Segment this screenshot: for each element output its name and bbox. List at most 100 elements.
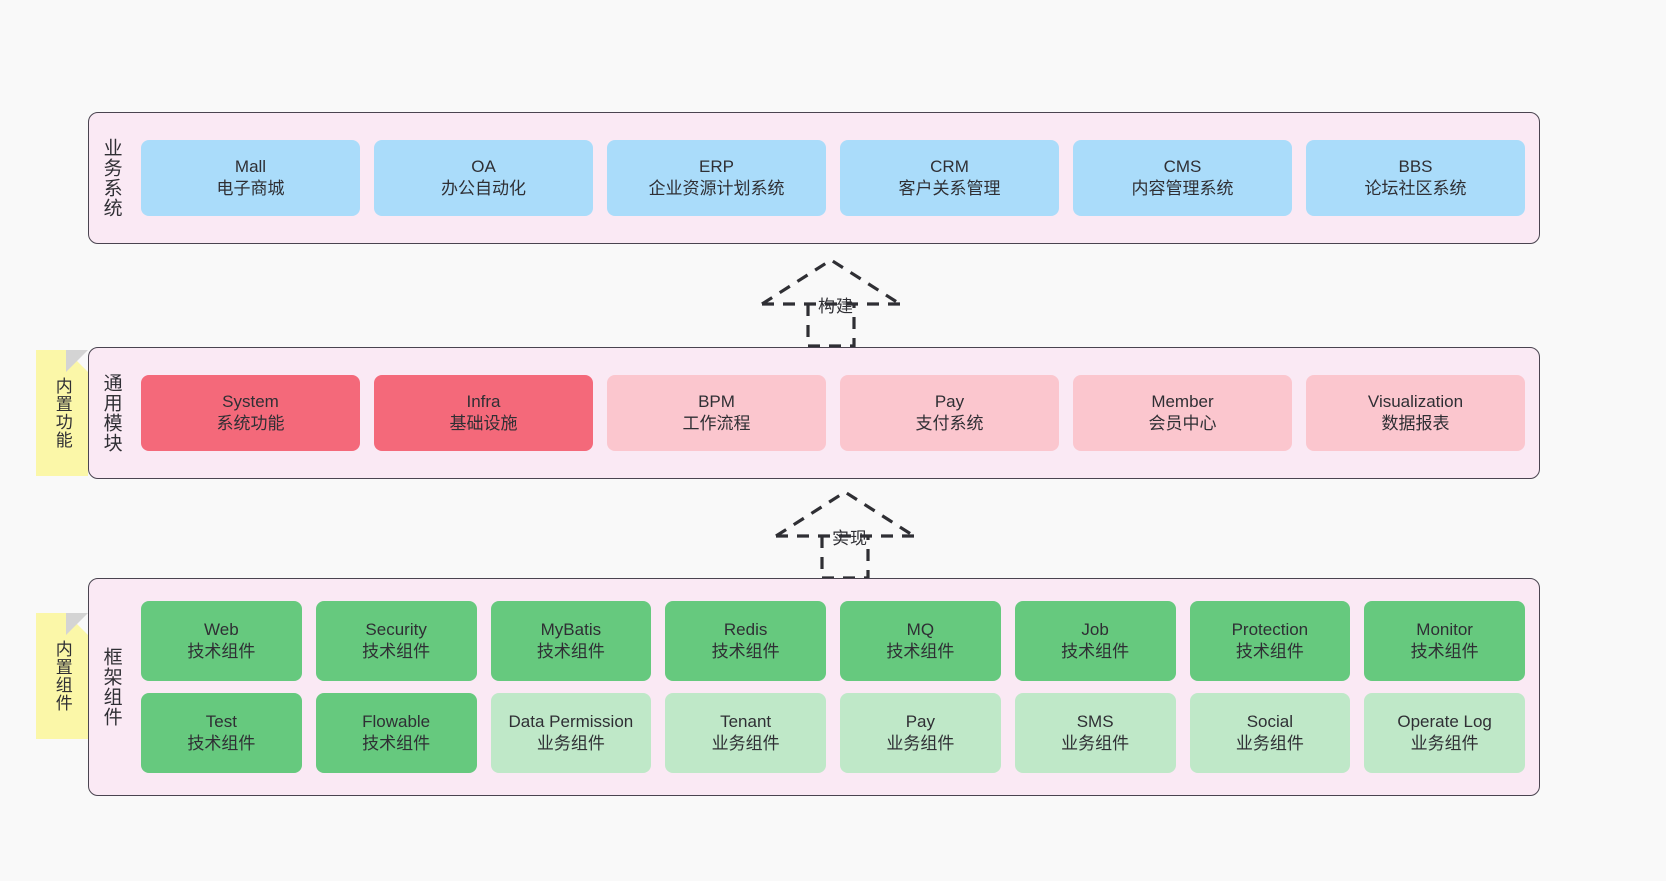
box-mybatis[interactable]: MyBatis 技术组件 — [490, 601, 652, 681]
box-title: Test — [205, 712, 237, 732]
box-subtitle: 会员中心 — [1148, 414, 1217, 433]
box-tenant[interactable]: Tenant 业务组件 — [665, 693, 826, 773]
box-oa[interactable]: OA 办公自动化 — [374, 140, 593, 216]
box-web[interactable]: Web 技术组件 — [141, 601, 302, 681]
box-subtitle: 业务组件 — [1235, 734, 1304, 753]
arrow-label-build: 构建 — [818, 297, 854, 316]
box-operate-log[interactable]: Operate Log 业务组件 — [1364, 693, 1525, 773]
layer-common-modules: 通用模块 System 系统功能 Infra 基础设施 BPM 工作流程 Pay… — [88, 347, 1540, 479]
box-title: MyBatis — [540, 620, 602, 640]
sticky-note-builtin-functions: 内置功能 — [36, 350, 88, 476]
box-title: Web — [204, 620, 239, 640]
box-title: Job — [1081, 620, 1109, 640]
sticky-note-builtin-components: 内置组件 — [36, 613, 88, 739]
box-bbs[interactable]: BBS 论坛社区系统 — [1306, 140, 1525, 216]
box-subtitle: 业务组件 — [711, 734, 780, 753]
box-subtitle: 技术组件 — [536, 642, 605, 661]
box-subtitle: 技术组件 — [362, 734, 431, 753]
box-bpm[interactable]: BPM 工作流程 — [607, 375, 826, 451]
box-subtitle: 技术组件 — [362, 642, 431, 661]
box-subtitle: 技术组件 — [886, 642, 955, 661]
box-job[interactable]: Job 技术组件 — [1014, 601, 1176, 681]
generalization-arrow-build: 构建 — [756, 256, 906, 348]
box-title: CRM — [930, 157, 969, 177]
box-subtitle: 内容管理系统 — [1131, 179, 1234, 198]
box-infra[interactable]: Infra 基础设施 — [374, 375, 593, 451]
box-visualization[interactable]: Visualization 数据报表 — [1306, 375, 1525, 451]
box-title: Pay — [934, 392, 965, 412]
box-cms[interactable]: CMS 内容管理系统 — [1073, 140, 1292, 216]
box-erp[interactable]: ERP 企业资源计划系统 — [607, 140, 826, 216]
box-subtitle: 论坛社区系统 — [1364, 179, 1467, 198]
box-title: Data Permission — [508, 712, 634, 732]
box-title: MQ — [906, 620, 935, 640]
box-title: Pay — [905, 712, 936, 732]
box-title: Mall — [234, 157, 267, 177]
box-member[interactable]: Member 会员中心 — [1073, 375, 1292, 451]
box-title: Redis — [723, 620, 768, 640]
box-subtitle: 技术组件 — [711, 642, 780, 661]
box-title: Flowable — [362, 712, 431, 732]
layer-framework-components: 框架组件 Web 技术组件 Security 技术组件 MyBatis 技术组件… — [88, 578, 1540, 796]
box-title: Social — [1246, 712, 1294, 732]
box-test[interactable]: Test 技术组件 — [141, 693, 302, 773]
box-subtitle: 系统功能 — [216, 414, 285, 433]
box-subtitle: 技术组件 — [1235, 642, 1304, 661]
box-subtitle: 技术组件 — [187, 734, 256, 753]
box-subtitle: 技术组件 — [187, 642, 256, 661]
layer-business-systems-body: Mall 电子商城 OA 办公自动化 ERP 企业资源计划系统 CRM 客户关系… — [133, 113, 1539, 243]
box-title: System — [222, 392, 279, 412]
box-pay-component[interactable]: Pay 业务组件 — [840, 693, 1001, 773]
layer-framework-components-body: Web 技术组件 Security 技术组件 MyBatis 技术组件 Redi… — [133, 579, 1539, 795]
box-subtitle: 工作流程 — [682, 414, 751, 433]
box-system[interactable]: System 系统功能 — [141, 375, 360, 451]
box-title: Security — [365, 620, 427, 640]
box-title: SMS — [1076, 712, 1114, 732]
box-redis[interactable]: Redis 技术组件 — [665, 601, 826, 681]
box-subtitle: 办公自动化 — [441, 179, 526, 198]
box-mq[interactable]: MQ 技术组件 — [840, 601, 1001, 681]
generalization-arrow-implement: 实现 — [770, 488, 920, 580]
box-subtitle: 企业资源计划系统 — [648, 179, 785, 198]
box-subtitle: 技术组件 — [1410, 642, 1479, 661]
box-subtitle: 业务组件 — [536, 734, 605, 753]
box-title: Visualization — [1367, 392, 1464, 412]
box-security[interactable]: Security 技术组件 — [315, 601, 477, 681]
box-subtitle: 数据报表 — [1381, 414, 1450, 433]
box-title: Monitor — [1416, 620, 1473, 640]
box-subtitle: 业务组件 — [1061, 734, 1130, 753]
box-title: Operate Log — [1397, 712, 1492, 732]
box-social[interactable]: Social 业务组件 — [1189, 693, 1351, 773]
box-data-permission[interactable]: Data Permission 业务组件 — [490, 693, 652, 773]
box-pay-module[interactable]: Pay 支付系统 — [840, 375, 1059, 451]
box-subtitle: 支付系统 — [915, 414, 984, 433]
box-title: Tenant — [720, 712, 772, 732]
box-crm[interactable]: CRM 客户关系管理 — [840, 140, 1059, 216]
box-subtitle: 技术组件 — [1061, 642, 1130, 661]
box-title: ERP — [699, 157, 734, 177]
box-title: BBS — [1398, 157, 1433, 177]
box-sms[interactable]: SMS 业务组件 — [1014, 693, 1176, 773]
framework-row-technical: Web 技术组件 Security 技术组件 MyBatis 技术组件 Redi… — [141, 601, 1525, 681]
arrow-label-implement: 实现 — [832, 529, 868, 548]
box-monitor[interactable]: Monitor 技术组件 — [1364, 601, 1525, 681]
layer-business-systems: 业务系统 Mall 电子商城 OA 办公自动化 ERP 企业资源计划系统 CRM… — [88, 112, 1540, 244]
dashed-hollow-arrow-icon — [761, 258, 901, 348]
framework-row-business: Test 技术组件 Flowable 技术组件 Data Permission … — [141, 693, 1525, 773]
box-subtitle: 业务组件 — [886, 734, 955, 753]
box-title: BPM — [698, 392, 735, 412]
box-protection[interactable]: Protection 技术组件 — [1189, 601, 1351, 681]
sticky-note-label: 内置组件 — [52, 640, 72, 712]
box-flowable[interactable]: Flowable 技术组件 — [315, 693, 477, 773]
layer-common-modules-body: System 系统功能 Infra 基础设施 BPM 工作流程 Pay 支付系统… — [133, 348, 1539, 478]
layer-common-modules-title: 通用模块 — [100, 373, 122, 453]
box-title: OA — [471, 157, 496, 177]
box-title: Infra — [466, 392, 501, 412]
box-subtitle: 基础设施 — [449, 414, 518, 433]
box-subtitle: 电子商城 — [216, 179, 285, 198]
box-title: CMS — [1163, 157, 1202, 177]
layer-framework-components-title: 框架组件 — [100, 647, 122, 727]
box-mall[interactable]: Mall 电子商城 — [141, 140, 360, 216]
box-title: Protection — [1231, 620, 1309, 640]
